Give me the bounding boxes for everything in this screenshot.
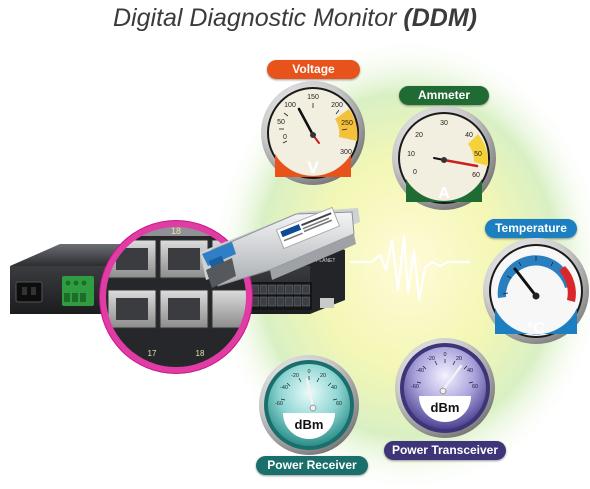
power-transceiver-gauge: -60 -40 -20 0 20 40 60 dBm	[395, 338, 495, 438]
power-receiver-gauge: -60 -40 -20 0 20 40 60 dBm	[259, 355, 359, 455]
power-receiver-tick: 40	[331, 385, 337, 391]
switch-port	[276, 284, 285, 295]
power-receiver-needle	[305, 377, 315, 409]
switch-port	[285, 284, 293, 295]
voltage-tick: 250	[341, 120, 353, 127]
switch-port	[259, 284, 268, 295]
temperature-unit: °C	[527, 320, 545, 337]
temperature-gauge: °C	[483, 238, 589, 344]
port-number-top: 18	[171, 226, 181, 236]
voltage-tick: 0	[283, 134, 287, 141]
power-transceiver-unit: dBm	[431, 400, 460, 415]
voltage-label: Voltage	[267, 60, 360, 79]
power-transceiver-tick: -20	[427, 356, 435, 362]
port-number-right: 18	[196, 349, 205, 358]
ammeter-needle	[442, 158, 479, 168]
voltage-needle	[297, 107, 315, 137]
switch-port	[285, 296, 293, 307]
power-transceiver-tick: -60	[411, 384, 419, 390]
power-receiver-tick: -60	[275, 401, 283, 407]
power-receiver-tick: -40	[280, 385, 288, 391]
voltage-tick: 150	[307, 94, 319, 101]
voltage-tick: 300	[340, 149, 352, 156]
temperature-needle	[513, 267, 538, 298]
ammeter-tick: 40	[465, 132, 473, 139]
switch-port	[302, 284, 310, 295]
power-transceiver-needle	[441, 364, 463, 392]
switch-port	[293, 284, 302, 295]
title-accent: (DDM)	[403, 4, 477, 32]
power-receiver-unit: dBm	[295, 417, 324, 432]
title-main: Digital Diagnostic Monitor	[113, 4, 397, 32]
ammeter-unit: A	[438, 185, 450, 202]
power-transceiver-tick: 60	[472, 384, 478, 390]
power-socket	[15, 281, 43, 303]
switch-port	[276, 296, 285, 307]
port-number-left: 17	[148, 349, 157, 358]
ammeter-tick: 30	[440, 120, 448, 127]
ammeter-tick: 20	[415, 132, 423, 139]
sfp-transceiver	[200, 206, 360, 288]
switch-port	[268, 284, 276, 295]
power-receiver-tick: 60	[336, 401, 342, 407]
power-transceiver-tick: -40	[416, 368, 424, 374]
switch-port	[293, 296, 302, 307]
power-transceiver-tick: 20	[456, 356, 462, 362]
ammeter-tick: 50	[474, 151, 482, 158]
voltage-gauge: 0 50 100 150 200 250 300 V	[261, 81, 365, 185]
power-receiver-tick: -20	[291, 373, 299, 379]
voltage-tick: 50	[277, 119, 285, 126]
voltage-unit: V	[307, 158, 319, 177]
switch-port	[259, 296, 268, 307]
ammeter-tick: 0	[413, 169, 417, 176]
power-transceiver-tick: 40	[467, 368, 473, 374]
power-receiver-tick: 0	[307, 369, 310, 375]
rj45-port	[320, 298, 334, 308]
power-transceiver-label: Power Transceiver	[384, 441, 506, 460]
power-receiver-label: Power Receiver	[256, 456, 368, 475]
switch-brand-label: PLANET	[316, 258, 335, 264]
switch-port	[302, 296, 310, 307]
ammeter-tick: 60	[472, 172, 480, 179]
signal-waveform	[350, 234, 470, 302]
switch-port	[268, 296, 276, 307]
voltage-tick: 100	[284, 102, 296, 109]
power-transceiver-tick: 0	[443, 352, 446, 358]
ammeter-gauge: 0 10 20 30 40 50 60 A	[392, 106, 496, 210]
temperature-label: Temperature	[485, 219, 577, 238]
voltage-tick: 200	[331, 102, 343, 109]
ammeter-tick: 10	[407, 151, 415, 158]
page-title: Digital Diagnostic Monitor (DDM)	[0, 4, 590, 33]
ammeter-label: Ammeter	[399, 86, 489, 105]
power-receiver-tick: 20	[320, 373, 326, 379]
